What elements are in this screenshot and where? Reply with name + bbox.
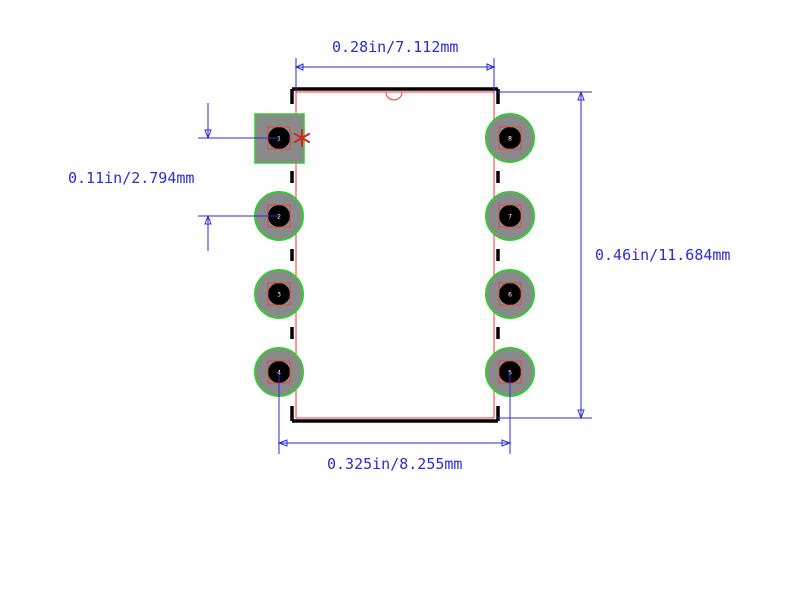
dimension-lines xyxy=(198,58,592,454)
dimension-label-top-width: 0.28in/7.112mm xyxy=(332,38,458,56)
pin-number-2: 2 xyxy=(277,214,281,221)
component-body-outline xyxy=(295,91,495,419)
pin-number-1: 1 xyxy=(277,136,281,143)
pin1-notch xyxy=(385,91,403,101)
pin-number-7: 7 xyxy=(508,214,512,221)
pad-6: 6 xyxy=(485,269,535,319)
dimension-label-height: 0.46in/11.684mm xyxy=(595,246,730,264)
pad-7: 7 xyxy=(485,191,535,241)
pin-number-6: 6 xyxy=(508,292,512,299)
pad-8: 8 xyxy=(485,113,535,163)
pad-3: 3 xyxy=(254,269,304,319)
pin1-asterisk-icon xyxy=(294,129,310,147)
pin-number-8: 8 xyxy=(508,136,512,143)
dimension-label-row-spacing: 0.325in/8.255mm xyxy=(327,455,462,473)
silkscreen-outline xyxy=(290,87,500,423)
dimension-label-pitch: 0.11in/2.794mm xyxy=(68,169,194,187)
pin-number-3: 3 xyxy=(277,292,281,299)
